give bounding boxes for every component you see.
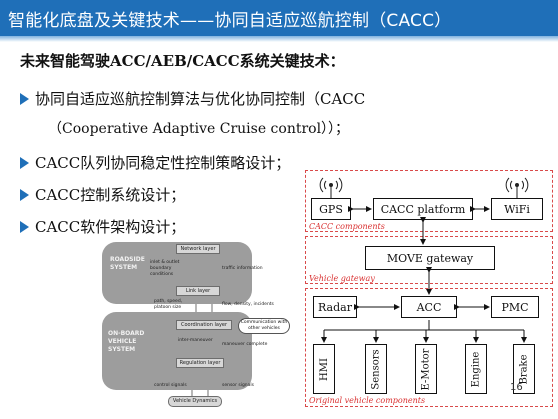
vehicle-gateway-label: Vehicle gateway [309, 274, 375, 283]
inlet-outlet-note: inlet & outlet boundary conditions [150, 260, 180, 277]
connection-arrows [319, 177, 529, 343]
control-signals-note: control signals [154, 383, 187, 388]
bullet-continuation: （Cooperative Adaptive Cruise control））； [48, 121, 350, 137]
network-layer: Network layer [176, 244, 220, 254]
brake-box: Brake [513, 344, 535, 394]
bullet-item: 协同自适应巡航控制算法与优化协同控制（CACC [20, 88, 365, 109]
inter-maneuver-note: inter-maneuver [178, 338, 213, 343]
engine-box: Engine [465, 344, 487, 394]
cacc-architecture-diagram: CACC components Vehicle gateway Original… [303, 168, 555, 409]
traffic-info-note: traffic information [222, 266, 263, 271]
maneuver-complete-note: maneuver complete [222, 342, 268, 347]
arrow-bullet-icon [20, 188, 29, 201]
gps-box: GPS [311, 198, 351, 220]
content-heading: 未来智能驾驶ACC/AEB/CACC系统关键技术： [20, 52, 345, 70]
flow-density-note: flow, density, incidents [222, 302, 274, 307]
onboard-system-label: ON-BOARD VEHICLE SYSTEM [108, 330, 145, 353]
bullet-item: CACC软件架构设计； [20, 216, 185, 237]
link-layer: Link layer [176, 286, 220, 296]
bullet-item: CACC控制系统设计； [20, 184, 185, 205]
original-vehicle-components-label: Original vehicle components [309, 396, 426, 405]
regulation-layer: Regulation layer [176, 358, 224, 368]
bullet-text: CACC队列协同稳定性控制策略设计； [35, 154, 291, 172]
path-speed-note: path, speed, platoon size [154, 299, 183, 310]
page-title: 智能化底盘及关键技术——协同自适应巡航控制（CACC） [8, 11, 452, 31]
pmc-box: PMC [491, 296, 539, 318]
bullet-text: CACC软件架构设计； [35, 218, 186, 236]
bullet-text: CACC控制系统设计； [35, 186, 186, 204]
wifi-box: WiFi [491, 198, 543, 220]
sensor-signals-note: sensor signals [222, 383, 254, 388]
arrow-bullet-icon [20, 92, 29, 105]
hmi-box: HMI [313, 344, 335, 394]
arrow-bullet-icon [20, 156, 29, 169]
cacc-components-group [305, 170, 553, 232]
page-number: 16 [510, 382, 523, 393]
layered-architecture-figure: ROADSIDE SYSTEM ON-BOARD VEHICLE SYSTEM … [100, 238, 290, 410]
antenna-icon [319, 177, 343, 198]
cacc-components-label: CACC components [309, 222, 385, 231]
bullet-item: CACC队列协同稳定性控制策略设计； [20, 152, 290, 173]
bullet-text: 协同自适应巡航控制算法与优化协同控制（CACC [35, 90, 366, 108]
title-bar: 智能化底盘及关键技术——协同自适应巡航控制（CACC） [0, 0, 558, 36]
coordination-layer: Coordination layer [176, 320, 232, 330]
vehicle-dynamics-node: Vehicle Dynamics [168, 396, 222, 407]
sensors-box: Sensors [365, 344, 387, 394]
arrow-bullet-icon [20, 220, 29, 233]
emotor-box: E-Motor [415, 344, 437, 394]
cacc-platform-box: CACC platform [373, 198, 473, 220]
radar-box: Radar [313, 296, 357, 318]
roadside-system-label: ROADSIDE SYSTEM [110, 256, 145, 271]
title-divider [0, 36, 558, 42]
antenna-icon [505, 177, 529, 198]
communication-bubble: Communication with other vehicles [238, 318, 290, 334]
